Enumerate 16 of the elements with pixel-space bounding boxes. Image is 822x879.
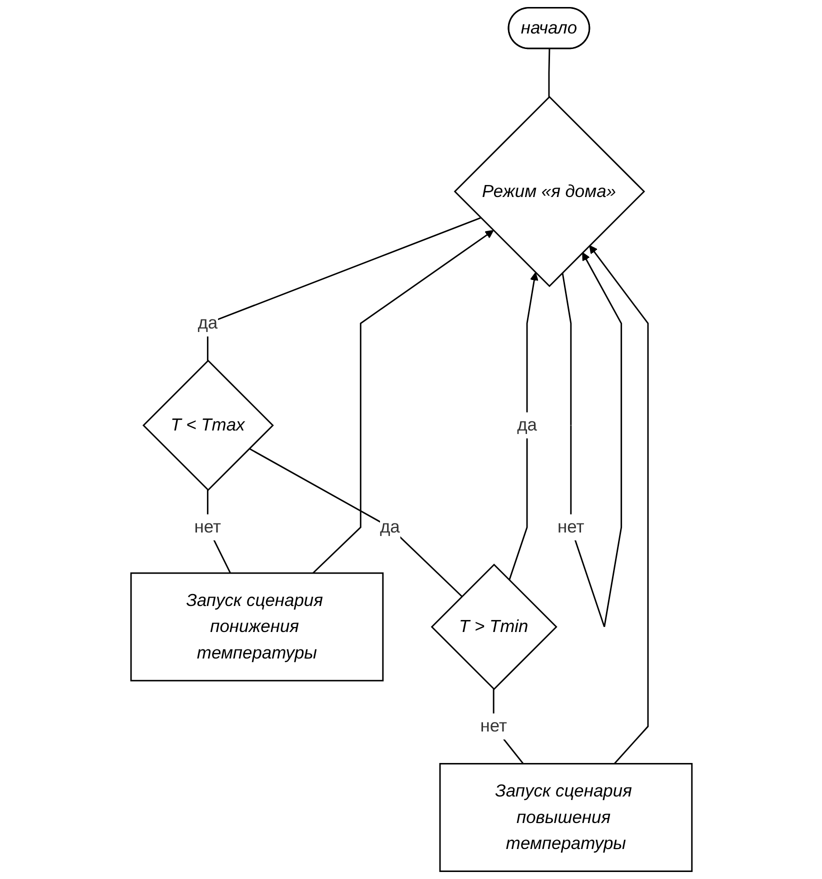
edge-label: да <box>380 517 400 537</box>
edge-label: нет <box>557 517 584 537</box>
edge-label: да <box>197 313 218 333</box>
edge-label: нет <box>480 716 507 736</box>
node-box: Запуск сценария повышения температуры <box>438 762 692 872</box>
connector <box>548 48 550 97</box>
connector <box>248 448 462 597</box>
node-diamond: T > Tmin <box>430 564 557 690</box>
node-diamond: Режим «я дома» <box>453 96 645 288</box>
arrow <box>588 245 648 764</box>
edge-label: нет <box>194 517 221 537</box>
connector <box>206 217 481 361</box>
arrow <box>312 230 494 574</box>
arrow <box>508 272 538 580</box>
node-box: Запуск сценария понижения температуры <box>130 572 384 682</box>
edge-label: да <box>516 415 536 435</box>
